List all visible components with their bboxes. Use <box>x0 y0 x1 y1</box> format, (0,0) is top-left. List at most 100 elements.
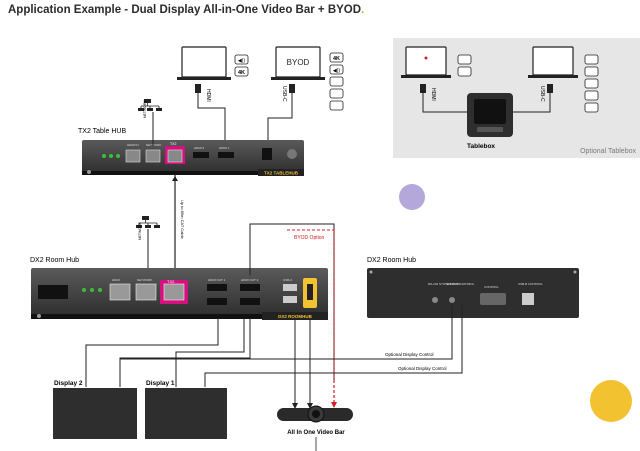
arrow-up-icon <box>172 176 178 181</box>
cable-laptop1-tx2 <box>197 93 226 140</box>
tx2-port-label: HDMI 1 <box>219 146 229 150</box>
title-dot: . <box>361 4 365 16</box>
display-2 <box>53 388 137 439</box>
brand-logo-icon <box>37 314 41 318</box>
4k-badge: 4K <box>333 56 340 62</box>
dx2-port-label: NETWORK <box>137 278 152 282</box>
dx2-hub-label-right: DX2 Room Hub <box>367 257 416 264</box>
cable-laptop2-tx2 <box>267 93 293 140</box>
camera-lens-icon <box>312 410 320 418</box>
usb-badge-icon <box>329 88 344 99</box>
audio-badge-icon <box>457 54 472 65</box>
tablebox-hdmi-label: HDMI <box>430 88 436 101</box>
cable-hdmi-display1 <box>175 318 245 387</box>
dx2-back-port-label: RS-232 SYSTEM PASS <box>428 282 460 286</box>
usbc-cable-label: USB-C <box>281 86 287 102</box>
decor-lilac-circle <box>399 184 425 210</box>
dx2-port-label: HDMI <box>112 278 120 282</box>
network-badge-icon <box>584 102 599 113</box>
led-icon <box>102 154 106 158</box>
dx2-port-label: TX2 <box>167 279 175 284</box>
tx2-brand-text: TX2 TABLEHUB <box>264 171 299 176</box>
cat-cable-label: Up to 85m CAT Cable <box>180 200 185 240</box>
ethernet-port-icon <box>135 283 157 301</box>
optional-control-label-2: Optional Display Control <box>398 366 447 371</box>
usb-port-icon <box>283 284 297 291</box>
camera-badge-icon <box>584 78 599 89</box>
hdmi-connector-icon <box>195 84 201 93</box>
dx2-port-label: USB-C <box>283 278 293 282</box>
power-port-icon <box>287 149 297 159</box>
optional-control-label-1: Optional Display Control <box>385 352 434 357</box>
arrow-down-icon <box>307 403 313 409</box>
cable-hdmi-display2b <box>119 318 251 387</box>
dx2-back-port-label: CONTROL <box>484 285 499 289</box>
cable-display-control-1 <box>120 303 453 360</box>
4k-badge-icon <box>584 54 599 65</box>
laptop-byod: BYOD <box>271 46 325 80</box>
all-in-one-video-bar <box>277 405 353 423</box>
page-title: Application Example - Dual Display All-i… <box>8 4 364 16</box>
decor-yellow-circle <box>590 380 632 422</box>
display2-label: Display 2 <box>54 380 83 387</box>
4k-badge: 4K <box>238 70 245 76</box>
dx2-room-hub-back <box>367 268 579 318</box>
dx2-hub-label-left: DX2 Room Hub <box>30 257 79 264</box>
title-text: Application Example - Dual Display All-i… <box>8 4 362 16</box>
jack-port-icon <box>449 297 455 303</box>
network-cable-label: NETWORK <box>143 99 147 118</box>
usb-port-icon <box>283 296 297 303</box>
byod-option-label: BYOD Option <box>294 235 325 241</box>
hdmi-port-icon <box>207 284 227 291</box>
audio-badge: ◀)) <box>238 58 246 64</box>
laptop-hdmi <box>177 46 231 80</box>
display-1 <box>145 388 227 439</box>
audio-badge-icon <box>584 66 599 77</box>
hdmi-port-icon <box>207 298 227 305</box>
audio-badge: ◀)) <box>333 68 341 74</box>
ethernet-port-icon <box>167 149 183 163</box>
arrow-down-icon <box>331 402 337 408</box>
led-icon <box>116 154 120 158</box>
hdmi-connector-icon <box>420 84 426 93</box>
byod-screen-label: BYOD <box>287 58 310 67</box>
camera-badge-icon <box>329 76 344 87</box>
badge-group-laptop1: ◀)) 4K <box>234 54 249 77</box>
tx2-port-label: HDMI IN <box>127 143 139 147</box>
usb-b-port-icon <box>522 293 534 305</box>
tablebox-label: Tablebox <box>467 143 495 150</box>
dx2-brand-text: DX2 ROOMHUB <box>278 314 313 319</box>
4k-badge-icon <box>457 66 472 77</box>
usbc-connector-icon <box>547 84 553 93</box>
ethernet-port-icon <box>109 283 131 301</box>
usbc-port-icon <box>262 148 272 160</box>
ethernet-port-icon <box>163 283 185 301</box>
cable-display-control-2 <box>204 303 463 387</box>
screw-icon <box>573 270 577 274</box>
network-badge-icon <box>329 100 344 111</box>
cable-hdmi-display2 <box>85 318 219 387</box>
tx2-table-hub: TX2 TABLEHUB <box>82 140 304 176</box>
ethernet-port-icon <box>145 149 161 163</box>
brand-logo-icon <box>87 170 91 174</box>
tx2-hub-label: TX2 Table HUB <box>78 128 126 135</box>
serial-port-icon <box>480 293 506 305</box>
led-icon <box>109 154 113 158</box>
cable-tb-laptop1 <box>422 93 467 113</box>
network-icon <box>136 216 160 228</box>
usbc-connector-icon <box>289 84 295 93</box>
tx2-port-label: TX2 <box>170 142 176 146</box>
videobar-label: All In One Video Bar <box>287 430 345 436</box>
ethernet-port-icon <box>125 149 141 163</box>
led-icon <box>98 288 102 292</box>
led-icon <box>90 288 94 292</box>
optional-tablebox-label: Optional Tablebox <box>580 148 636 155</box>
badge-group-laptop2: 4K ◀)) <box>329 52 344 111</box>
dx2-network-cable-label: NETWORK <box>138 221 142 240</box>
hdmi-port-icon <box>193 152 209 158</box>
tablebox-usbc-label: USB-C <box>539 86 545 102</box>
dx2-port-label: HDMI OUT 2 <box>241 278 259 282</box>
screw-icon <box>369 270 373 274</box>
display-window <box>38 285 68 299</box>
